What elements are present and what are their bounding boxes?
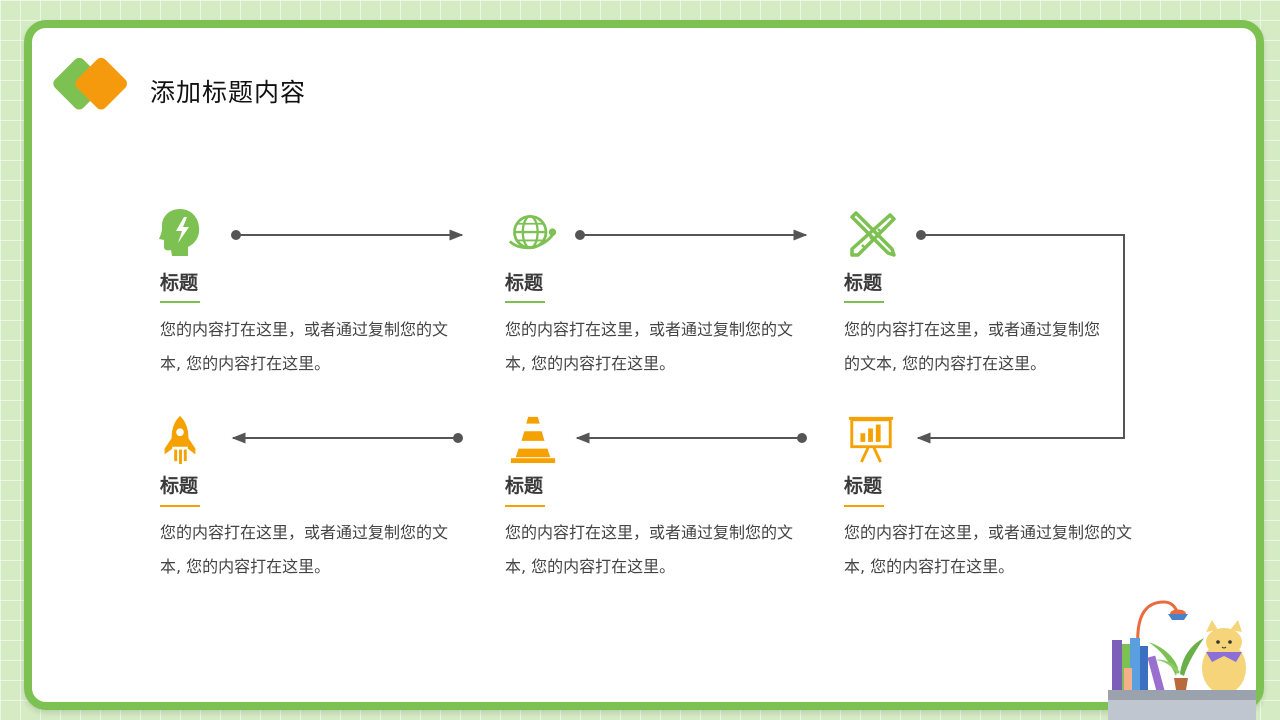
step-4-text: 您的内容打在这里，或者通过复制您的文本, 您的内容打在这里。 (160, 523, 449, 576)
globe-icon (508, 214, 557, 250)
step-2-underline (505, 301, 545, 303)
step-6-text: 您的内容打在这里，或者通过复制您的文本, 您的内容打在这里。 (844, 523, 1133, 576)
presentation-board-icon (848, 416, 894, 463)
title-logo-icon (53, 57, 127, 110)
step-2-heading: 标题 (505, 272, 544, 294)
step-5-heading: 标题 (505, 475, 544, 497)
step-4-underline (160, 505, 200, 507)
pencil-ruler-icon (850, 211, 896, 257)
step-4-heading: 标题 (160, 475, 199, 497)
step-5-text: 您的内容打在这里，或者通过复制您的文本, 您的内容打在这里。 (505, 523, 794, 576)
step-1-underline (160, 301, 200, 303)
traffic-cone-icon (510, 416, 556, 464)
step-5-underline (505, 505, 545, 507)
desk-books-cat-illustration (1108, 600, 1256, 720)
step-2-text: 您的内容打在这里，或者通过复制您的文本, 您的内容打在这里。 (505, 320, 794, 373)
step-3-heading: 标题 (844, 272, 883, 294)
page-title: 添加标题内容 (150, 78, 307, 107)
step-3-underline (844, 301, 884, 303)
step-3-text: 您的内容打在这里，或者通过复制您的文本, 您的内容打在这里。 (844, 320, 1101, 373)
step-1-heading: 标题 (160, 272, 199, 294)
head-idea-icon (159, 209, 200, 256)
step-6-underline (844, 505, 884, 507)
rocket-icon (164, 415, 196, 464)
step-6-heading: 标题 (844, 475, 883, 497)
step-1-text: 您的内容打在这里，或者通过复制您的文本, 您的内容打在这里。 (160, 320, 449, 373)
